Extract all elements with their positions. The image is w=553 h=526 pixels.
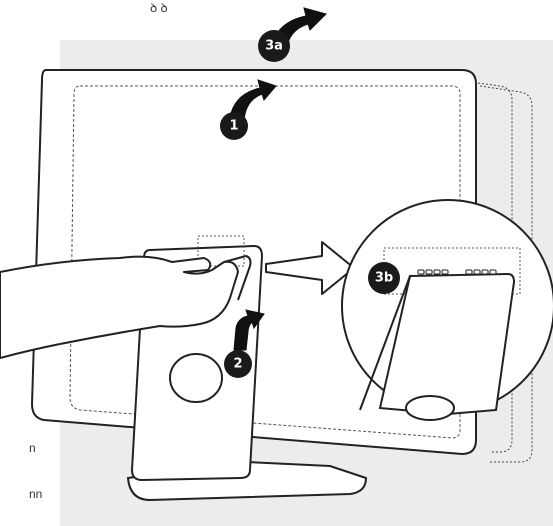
block-arrow-icon xyxy=(265,241,355,295)
curved-arrow-icon-2 xyxy=(233,309,265,351)
step-badge-2: 2 xyxy=(224,350,252,378)
magnifier-callout-icon xyxy=(341,199,553,421)
curved-arrow-icon-1 xyxy=(229,79,277,121)
stand-clip-outline xyxy=(197,235,245,267)
svg-text:2: 2 xyxy=(233,357,242,372)
screen-inner-outline xyxy=(69,85,461,439)
magnifier-cable-hole xyxy=(405,395,455,421)
stand-cable-hole xyxy=(169,353,223,403)
step-badge-1: 1 xyxy=(220,112,248,140)
top-edge-text: ꝺ ꝺ xyxy=(150,1,168,15)
hand xyxy=(0,255,252,359)
magnifier-clip-holes xyxy=(417,269,497,275)
step-badge-3a: 3a xyxy=(258,30,290,62)
step-badge-3b: 3b xyxy=(368,262,400,294)
left-edge-text-2: nn xyxy=(29,487,42,501)
svg-text:3b: 3b xyxy=(375,271,393,286)
magnifier-stand-neck xyxy=(378,272,516,416)
left-edge-text-1: n xyxy=(29,441,36,455)
svg-text:3a: 3a xyxy=(265,39,283,54)
svg-text:1: 1 xyxy=(229,119,238,134)
